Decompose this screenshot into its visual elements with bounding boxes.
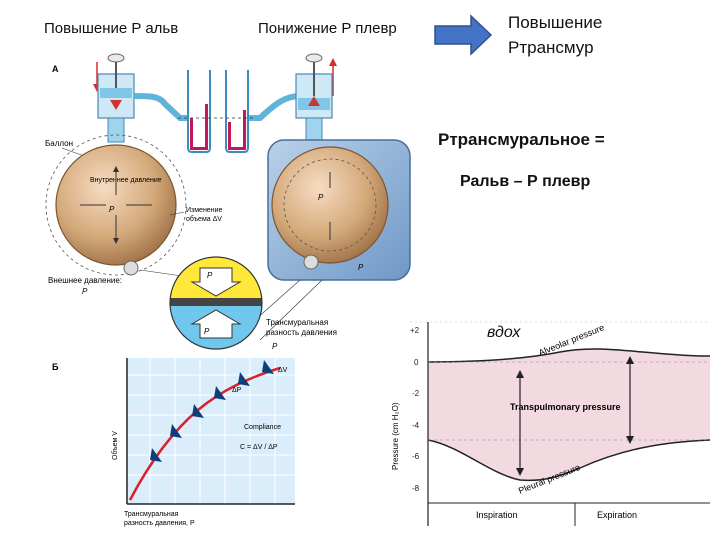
header-decrease-p-pleur: Понижение P плевр xyxy=(258,20,397,37)
outer-eq-label: P xyxy=(82,287,88,296)
transmural-eq: P xyxy=(272,342,278,351)
panel-b-dp: ΔP xyxy=(232,387,242,394)
balloon-label: Баллон xyxy=(45,139,73,148)
ytick-minus4: -4 xyxy=(412,421,420,430)
right-arrow-icon xyxy=(434,14,493,56)
ytick-0: 0 xyxy=(414,358,419,367)
panel-b-c-eq: C = ΔV / ΔP xyxy=(240,444,278,451)
membrane-detail: P P Трансмуральная разность давления P xyxy=(169,256,337,351)
inner-pressure-label: Внутреннее давление xyxy=(90,177,162,184)
panel-b-x-axis-line2: разность давления, P xyxy=(124,520,195,527)
volume-change-line1: Изменение xyxy=(186,207,222,214)
left-piston xyxy=(93,53,135,143)
ytick-plus2: +2 xyxy=(410,326,420,335)
dome-bottom-label: P xyxy=(204,327,210,336)
left-balloon: Баллон Внутреннее давление P Изменение о… xyxy=(45,134,222,296)
inhale-annotation: вдох xyxy=(487,324,521,341)
dome-top-label: P xyxy=(207,271,213,280)
pressure-chart: +2 0 -2 -4 -6 -8 Pressure (cm H₂O) Alveo… xyxy=(391,321,711,526)
ytick-minus2: -2 xyxy=(412,389,420,398)
manometer xyxy=(133,70,301,153)
right-piston xyxy=(295,53,337,141)
pleural-label: Pleural pressure xyxy=(517,462,582,496)
alveolar-label: Alveolar pressure xyxy=(537,322,606,358)
p-in-label: P xyxy=(109,205,115,214)
panel-a-letter: А xyxy=(52,64,59,74)
formula-line1: Ртрансмуральное = xyxy=(438,130,605,149)
p-out-label: P xyxy=(358,263,364,272)
transmural-line1: Трансмуральная xyxy=(266,318,328,327)
header-line1: Повышение xyxy=(508,13,603,32)
panel-b-letter: Б xyxy=(52,362,59,372)
formula-line2: Ральв – Р плевр xyxy=(460,173,591,190)
transmural-line2: разность давления xyxy=(266,328,337,337)
inspiration-label: Inspiration xyxy=(476,510,518,520)
expiration-label: Expiration xyxy=(597,510,637,520)
header-line2: Ртрансмур xyxy=(508,38,594,57)
header-increase-p-transmur: Повышение Ртрансмур xyxy=(508,10,658,60)
right-chamber: P P xyxy=(139,139,411,341)
panel-b-compliance: Compliance xyxy=(244,424,281,431)
transpulmonary-label: Transpulmonary pressure xyxy=(510,402,621,412)
panel-b: Б ΔV ΔP Compliance C = ΔV / ΔP Объем V Т… xyxy=(52,358,295,527)
right-balloon-pressure: P xyxy=(318,193,324,202)
outer-pressure-label: Внешнее давление: xyxy=(48,276,122,285)
ytick-minus6: -6 xyxy=(412,452,420,461)
volume-change-line2: объема ΔV xyxy=(186,215,222,223)
pressure-ylabel: Pressure (cm H₂O) xyxy=(391,402,400,470)
panel-b-dv: ΔV xyxy=(278,367,288,374)
panel-b-x-axis-line1: Трансмуральная xyxy=(124,511,179,518)
header-increase-p-alv: Повышение P альв xyxy=(44,20,179,37)
ytick-minus8: -8 xyxy=(412,484,420,493)
panel-b-y-axis: Объем V xyxy=(111,431,119,460)
